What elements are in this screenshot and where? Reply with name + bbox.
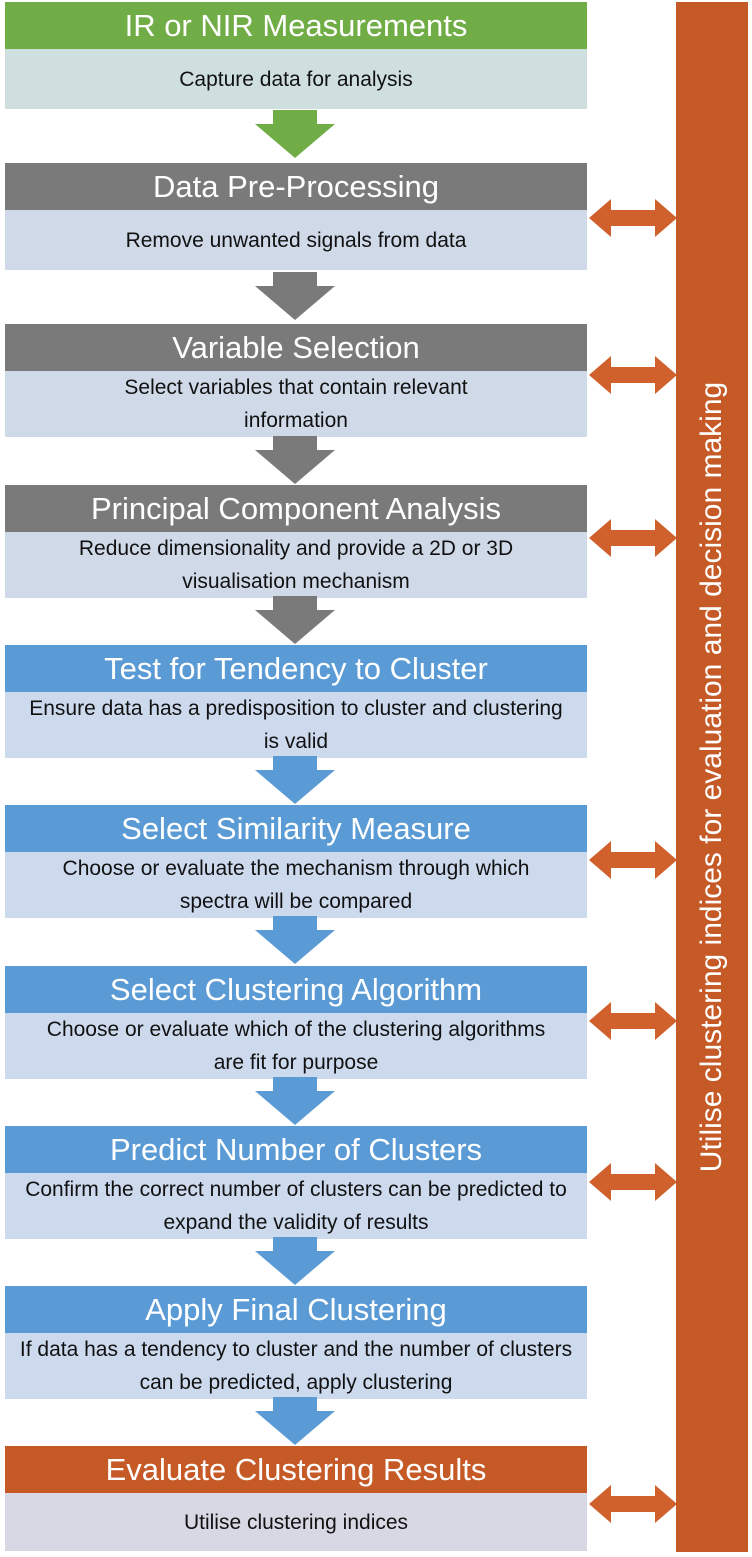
double-arrow-icon <box>589 356 677 394</box>
step-description: Remove unwanted signals from data <box>5 210 587 270</box>
step-description: Choose or evaluate which of the clusteri… <box>5 1013 587 1079</box>
sidebar-label: Utilise clustering indices for evaluatio… <box>695 381 728 1173</box>
step-description: Reduce dimensionality and provide a 2D o… <box>5 532 587 598</box>
step-select-similarity-measure: Select Similarity Measure Choose or eval… <box>5 805 587 918</box>
step-principal-component-analysis: Principal Component Analysis Reduce dime… <box>5 485 587 598</box>
double-arrow-icon <box>589 1485 677 1523</box>
step-description: If data has a tendency to cluster and th… <box>5 1333 587 1399</box>
step-apply-final-clustering: Apply Final Clustering If data has a ten… <box>5 1286 587 1399</box>
double-arrow-icon <box>589 1163 677 1201</box>
double-arrow-icon <box>589 519 677 557</box>
double-arrow-icon <box>589 199 677 237</box>
step-title: Select Clustering Algorithm <box>5 966 587 1013</box>
double-arrow-icon <box>589 841 677 879</box>
step-description: Capture data for analysis <box>5 49 587 109</box>
step-title: Predict Number of Clusters <box>5 1126 587 1173</box>
step-predict-number-of-clusters: Predict Number of Clusters Confirm the c… <box>5 1126 587 1239</box>
step-title: Evaluate Clustering Results <box>5 1446 587 1493</box>
step-title: Principal Component Analysis <box>5 485 587 532</box>
step-variable-selection: Variable Selection Select variables that… <box>5 324 587 437</box>
step-title: Variable Selection <box>5 324 587 371</box>
down-arrow-icon <box>255 1237 335 1285</box>
down-arrow-icon <box>255 596 335 644</box>
step-title: Test for Tendency to Cluster <box>5 645 587 692</box>
down-arrow-icon <box>255 272 335 320</box>
step-description: Select variables that contain relevant i… <box>5 371 587 437</box>
step-description: Choose or evaluate the mechanism through… <box>5 852 587 918</box>
down-arrow-icon <box>255 756 335 804</box>
step-test-tendency-to-cluster: Test for Tendency to Cluster Ensure data… <box>5 645 587 758</box>
down-arrow-icon <box>255 1397 335 1445</box>
evaluation-sidebar: Utilise clustering indices for evaluatio… <box>676 2 748 1552</box>
down-arrow-icon <box>255 916 335 964</box>
step-data-pre-processing: Data Pre-Processing Remove unwanted sign… <box>5 163 587 270</box>
step-description: Utilise clustering indices <box>5 1493 587 1551</box>
double-arrow-icon <box>589 1002 677 1040</box>
step-title: Data Pre-Processing <box>5 163 587 210</box>
step-description: Ensure data has a predisposition to clus… <box>5 692 587 758</box>
down-arrow-icon <box>255 110 335 158</box>
down-arrow-icon <box>255 1077 335 1125</box>
step-select-clustering-algorithm: Select Clustering Algorithm Choose or ev… <box>5 966 587 1079</box>
down-arrow-icon <box>255 436 335 484</box>
step-description: Confirm the correct number of clusters c… <box>5 1173 587 1239</box>
step-title: IR or NIR Measurements <box>5 2 587 49</box>
step-title: Select Similarity Measure <box>5 805 587 852</box>
step-title: Apply Final Clustering <box>5 1286 587 1333</box>
step-evaluate-clustering-results: Evaluate Clustering Results Utilise clus… <box>5 1446 587 1551</box>
step-ir-nir-measurements: IR or NIR Measurements Capture data for … <box>5 2 587 109</box>
